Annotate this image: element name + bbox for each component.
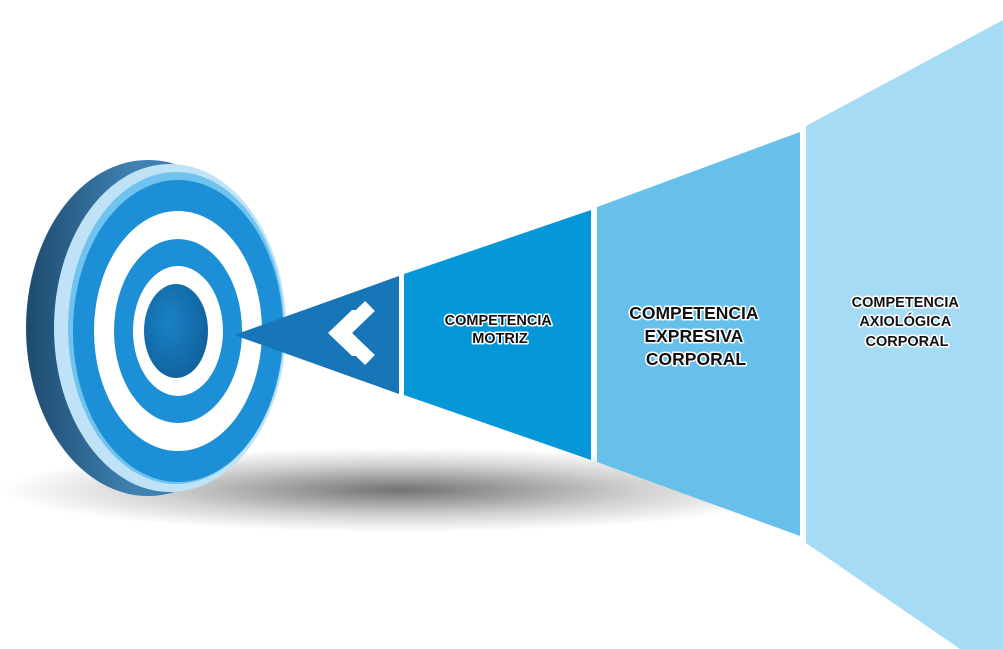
segment-competencia-expresiva-corporal [597,132,800,536]
funnel-segments [404,20,1003,649]
segment-label-expresiva: COMPETENCIA EXPRESIVA CORPORAL [629,303,763,369]
arrow-head [234,276,399,394]
segment-competencia-motriz [404,210,591,460]
segment-competencia-axiologica-corporal [806,20,1003,649]
segment-label-axiologica: COMPETENCIA AXIOLÓGICA CORPORAL [852,295,963,350]
segment-label-motriz: COMPETENCIA MOTRIZ [445,313,556,347]
target-icon [26,160,286,496]
